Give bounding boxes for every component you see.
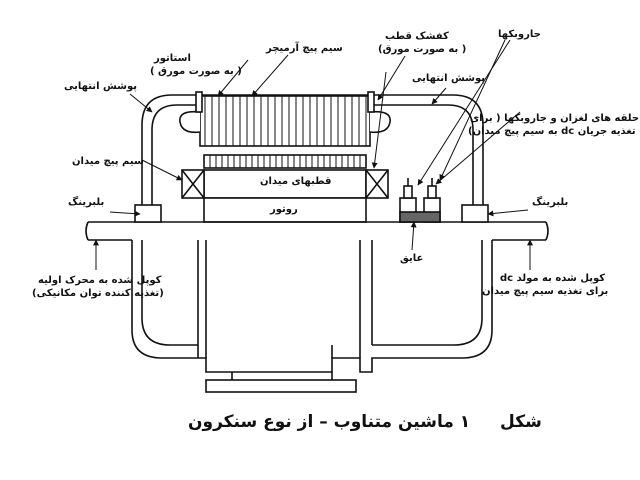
label-rotor: روتور [270,204,298,215]
label-bearing-left: بلبرینگ [68,197,105,208]
label-field-winding: سیم پیچ میدان [72,156,144,167]
brush-2 [427,185,437,199]
label-insulator: عایق [400,253,424,264]
frame-inner-left [141,240,198,346]
frame-inner-right [372,240,483,346]
bearing-right-block [461,204,489,223]
pole-shoe [203,154,367,169]
label-end-cover-right: پوشش انتهایی [412,73,485,84]
housing-outer [141,94,484,210]
shaft-left-break [85,221,89,241]
label-bearing-right: بلبرینگ [532,197,569,208]
insulator-block [399,211,441,223]
label-end-cover-left: پوشش انتهایی [64,81,137,92]
rotor-body [203,197,367,223]
caption-word: شکل [500,412,542,432]
figure-caption: شکل ۱ ماشین متناوب – از نوع سنکرون [188,412,542,432]
label-pole-shoe: کفشک قطب [385,31,449,42]
brush-1 [403,185,413,199]
stator-laminations [204,96,367,146]
label-stator: استاتور [154,53,191,64]
label-coupling-right-line1: کوپل شده به مولد dc [500,273,606,284]
stator-support-right [367,91,375,113]
label-slip-rings-line1: حلقه های لغزان و جاروبکها ( برای [470,113,640,124]
armature-end-left [179,110,201,134]
caption-number: ۱ [459,412,471,432]
label-brushes: جاروبکها [498,29,541,40]
label-stator-note: ( به صورت مورق ) [150,66,242,77]
label-coupling-left-line2: (تغذیه کننده توان مکانیکی) [32,288,164,299]
pole-shoe-laminations [209,155,361,168]
label-coupling-left-line1: کوپل شده به محرک اولیه [38,275,162,286]
caption-title: ماشین متناوب – از نوع سنکرون [188,412,454,432]
label-pole-shoe-note: ( به صورت مورق) [378,44,467,55]
shaft-right-break [545,221,549,241]
base-foot [205,379,357,393]
label-field-poles: قطبهای میدان [260,176,332,187]
stator-support-left [195,91,203,113]
label-slip-rings-line2: تغذیه جریان dc به سیم پیچ میدان) [468,126,636,137]
label-coupling-right-line2: برای تغذیه سیم پیچ میدان [482,286,609,297]
label-armature-winding: سیم پیچ آرمیچر [266,43,343,54]
frame-lower [131,240,493,373]
